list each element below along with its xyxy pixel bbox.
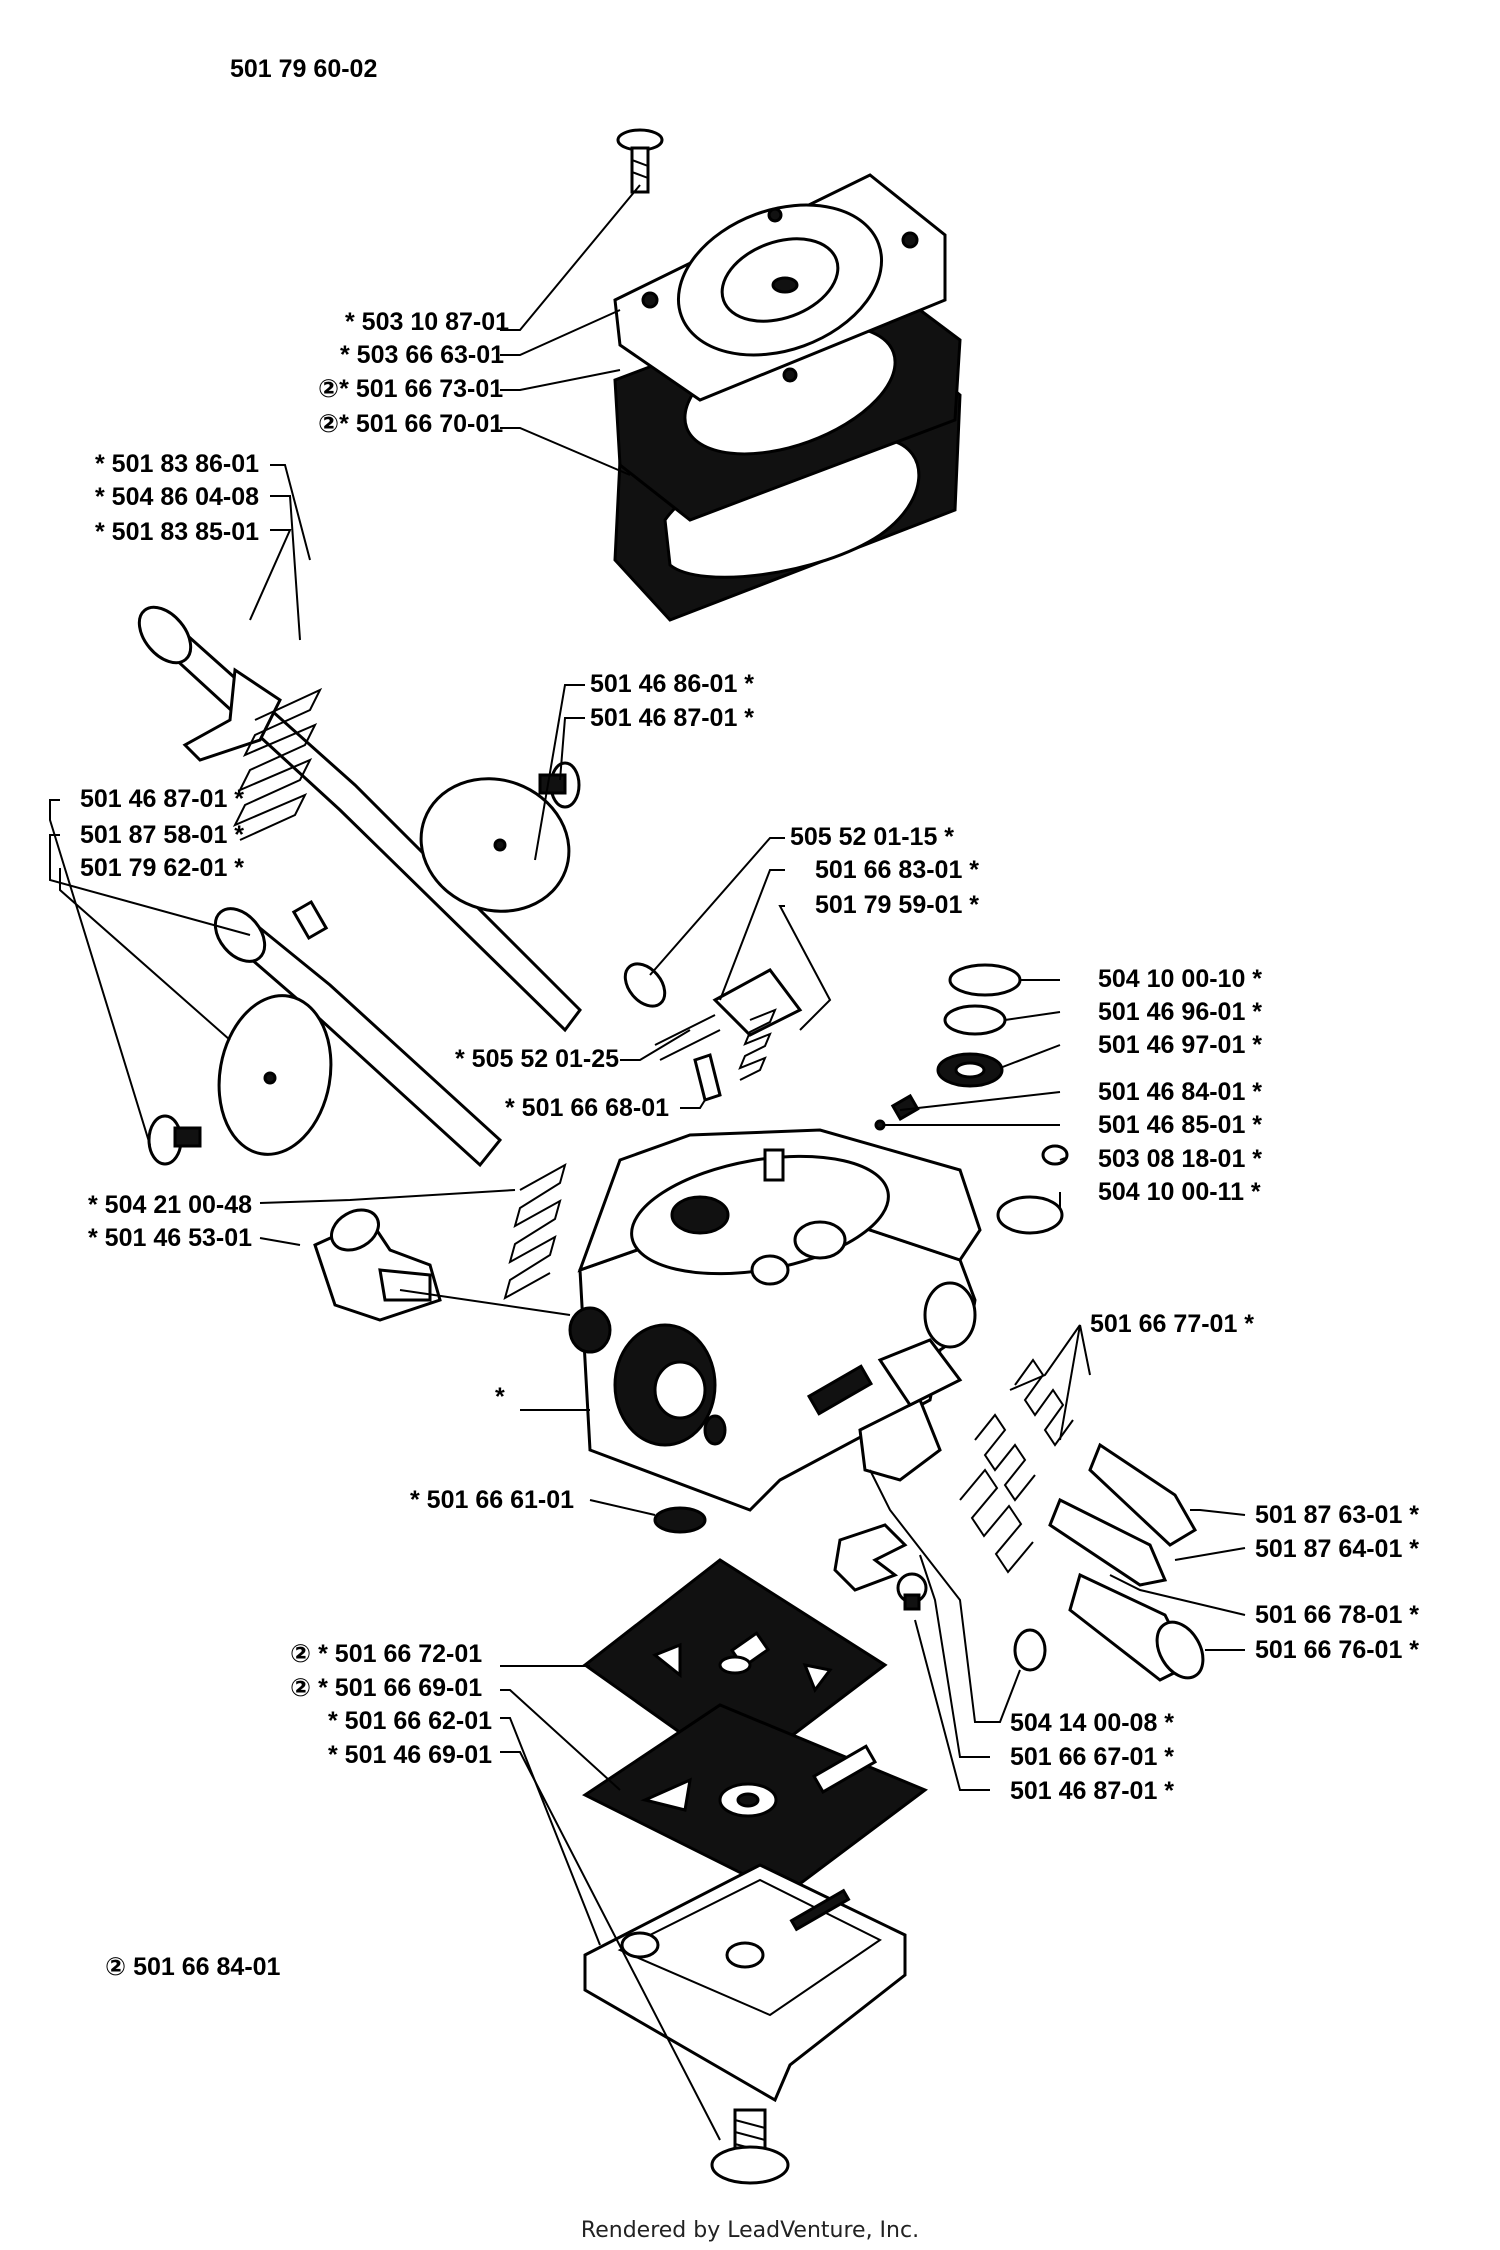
fuel-inlet-fitting (313, 1208, 442, 1322)
part-label: ② * 501 66 72-01 (290, 1640, 482, 1668)
part-label: * 501 46 53-01 (88, 1224, 252, 1252)
pump-cover-assembly (613, 128, 962, 622)
part-label: 501 66 77-01 * (1090, 1310, 1254, 1338)
part-label: 504 10 00-10 * (1098, 965, 1262, 993)
part-label: ②* 501 66 70-01 (318, 410, 503, 438)
footer-credit: Rendered by LeadVenture, Inc. (580, 2218, 920, 2243)
throttle-spring (232, 687, 323, 841)
cover-screw (616, 128, 664, 194)
part-label: * (495, 1383, 505, 1411)
cover-bottom-screw (710, 2108, 790, 2185)
part-label: * 503 66 63-01 (340, 341, 504, 369)
part-label: ②* 501 66 73-01 (318, 375, 503, 403)
part-label: 505 52 01-15 * (790, 823, 954, 851)
part-label: 504 10 00-11 * (1098, 1178, 1261, 1206)
part-label: * 501 83 85-01 (95, 518, 259, 546)
part-label: * 504 86 04-08 (95, 483, 259, 511)
filter-screen-parts (874, 963, 1069, 1235)
part-label: * 505 52 01-25 (455, 1045, 619, 1073)
choke-valve-screw (147, 1114, 202, 1166)
part-labels: * 503 10 87-01 * 503 66 63-01 ②* 501 66 … (80, 308, 1419, 1981)
metering-lever-parts (623, 962, 803, 1102)
part-label: 501 46 87-01 * (590, 704, 754, 732)
lower-small-parts (653, 1506, 1047, 1672)
carburetor-body (568, 1128, 982, 1512)
part-label: 501 46 85-01 * (1098, 1111, 1262, 1139)
part-label: 501 79 62-01 * (80, 854, 244, 882)
part-label: 501 87 63-01 * (1255, 1501, 1419, 1529)
part-label: ② * 501 66 69-01 (290, 1674, 482, 1702)
part-label: * 501 66 61-01 (410, 1486, 574, 1514)
part-label: 503 08 18-01 * (1098, 1145, 1262, 1173)
part-label: * 501 66 68-01 (505, 1094, 669, 1122)
adjustment-screws (959, 1358, 1205, 1682)
part-label: 501 66 76-01 * (1255, 1636, 1419, 1664)
leader-lines (49, 184, 1246, 2141)
part-label: 501 46 96-01 * (1098, 998, 1262, 1026)
part-label: ② 501 66 84-01 (105, 1953, 281, 1981)
part-label: 501 46 86-01 * (590, 670, 754, 698)
part-label: 501 87 64-01 * (1255, 1535, 1419, 1563)
throttle-shaft-assembly (137, 605, 582, 1033)
document-number: 501 79 60-02 (230, 55, 378, 83)
metering-cover (583, 1863, 907, 2103)
part-label: 501 66 78-01 * (1255, 1601, 1419, 1629)
choke-spring (503, 1162, 567, 1301)
part-label: * 501 83 86-01 (95, 450, 259, 478)
metering-diaphragm (582, 1703, 929, 1897)
part-label: 501 46 87-01 * (1010, 1777, 1174, 1805)
part-label: * 503 10 87-01 (345, 308, 509, 336)
choke-shaft-assembly (147, 899, 503, 1168)
part-label: 501 46 84-01 * (1098, 1078, 1262, 1106)
part-label: 501 87 58-01 * (80, 821, 244, 849)
part-label: 504 14 00-08 * (1010, 1709, 1174, 1737)
part-label: 501 46 87-01 * (80, 785, 244, 813)
part-label: * 501 66 62-01 (328, 1707, 492, 1735)
part-label: * 501 46 69-01 (328, 1741, 492, 1769)
part-label: 501 66 83-01 * (815, 856, 979, 884)
part-label: * 504 21 00-48 (88, 1191, 252, 1219)
part-label: 501 66 67-01 * (1010, 1743, 1174, 1771)
part-label: 501 46 97-01 * (1098, 1031, 1262, 1059)
part-label: 501 79 59-01 * (815, 891, 979, 919)
